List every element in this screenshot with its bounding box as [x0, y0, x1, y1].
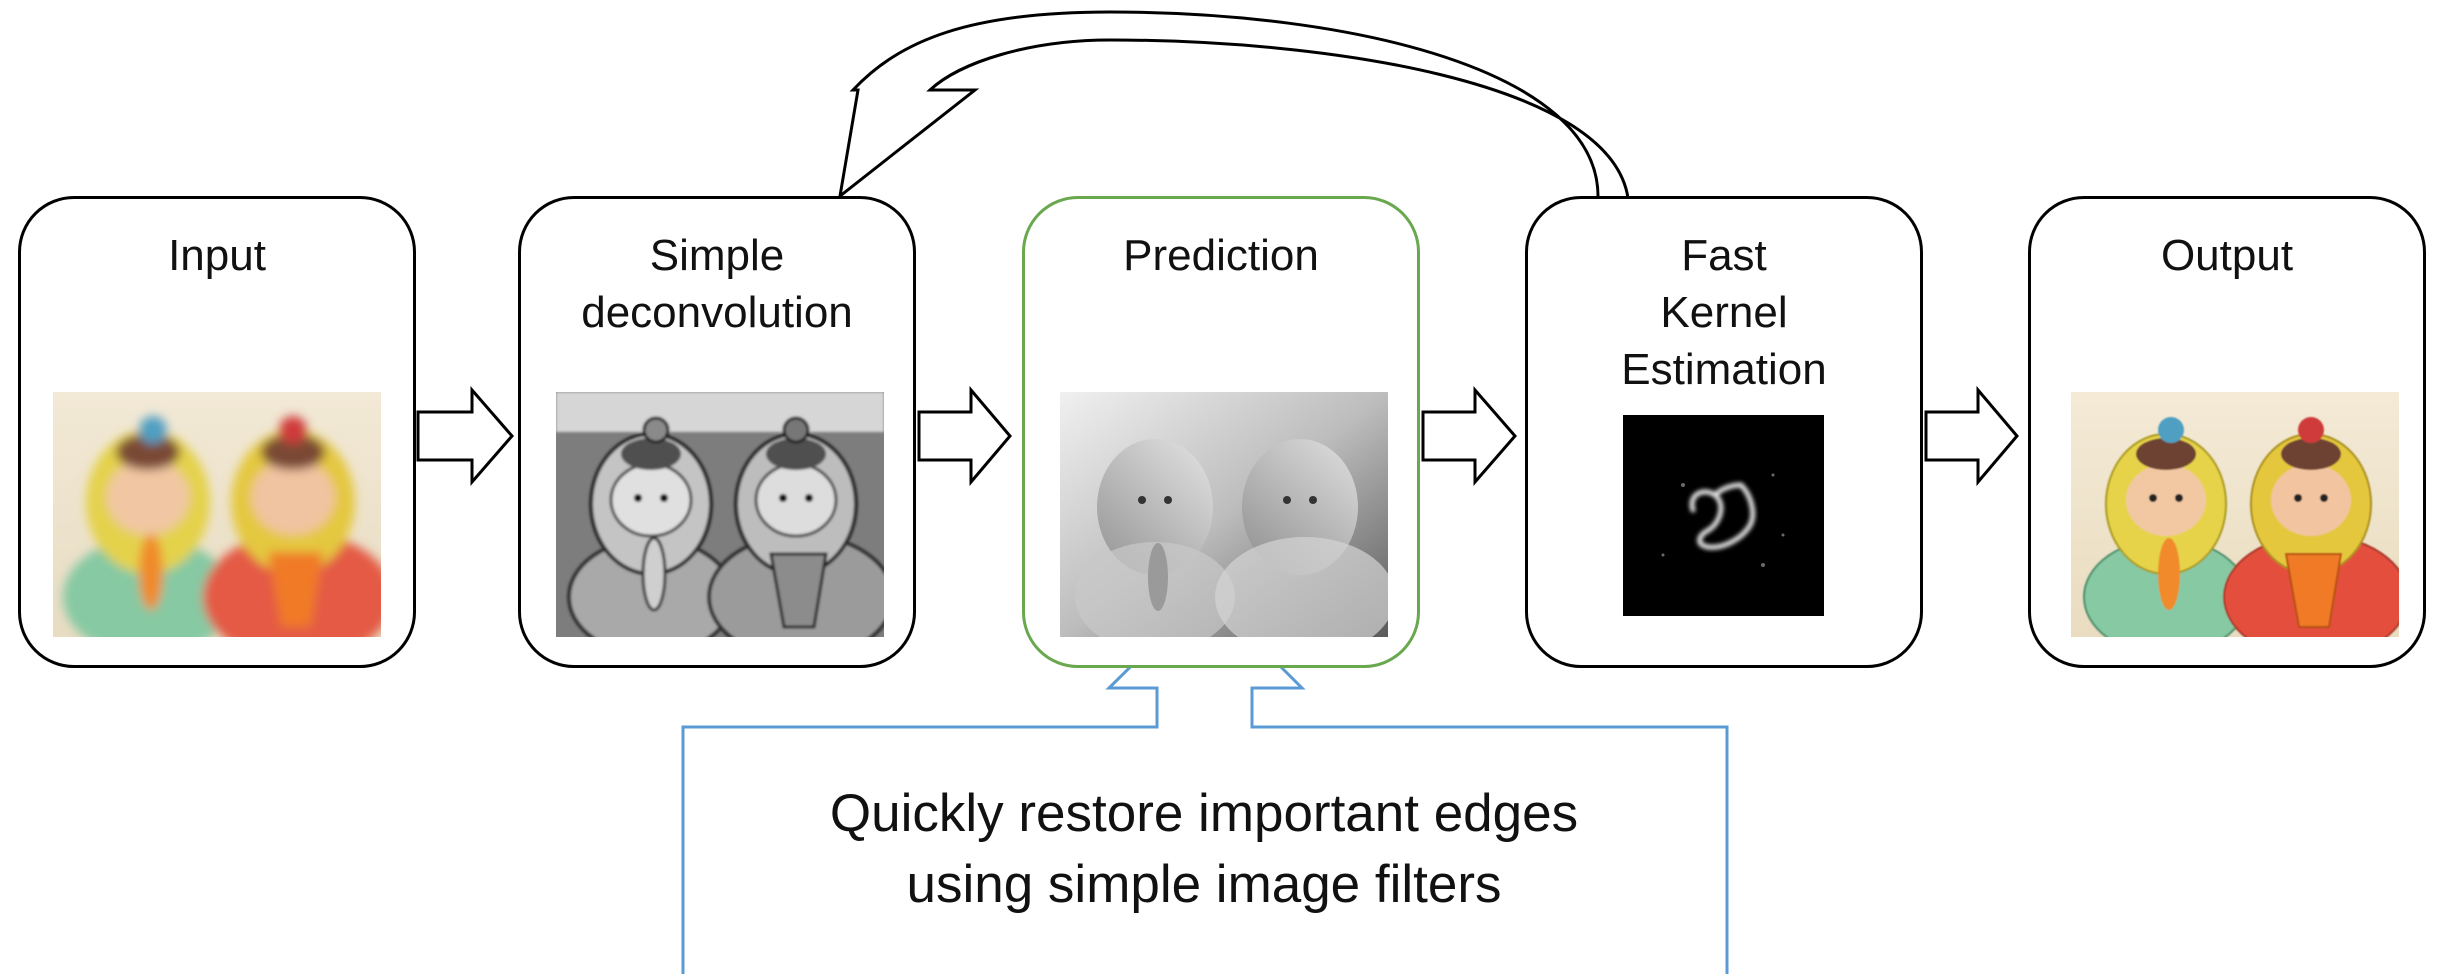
stage-title-input: Input: [168, 231, 266, 280]
stage-title-prediction: Prediction: [1123, 231, 1319, 280]
flow-arrow-kernel-to-output: [1924, 385, 2019, 487]
flow-arrow-deconvolution-to-prediction: [917, 385, 1012, 487]
estimated-kernel-image: [1623, 415, 1824, 616]
output-deblurred-image: [2071, 392, 2399, 637]
stage-prediction: Prediction: [1022, 196, 1420, 668]
stage-title-output: Output: [2160, 231, 2294, 280]
predicted-edges-image: [1060, 392, 1388, 637]
callout-text: Quickly restore important edges using si…: [829, 784, 1579, 914]
deconvolved-grayscale-image: [556, 392, 884, 637]
stage-title-simple-deconvolution: Simple deconvolution: [581, 231, 853, 337]
flow-arrow-input-to-deconvolution: [416, 385, 514, 487]
input-blurred-image: [53, 392, 381, 637]
feedback-loop-arrow: [837, 10, 1630, 200]
stage-simple-deconvolution: Simple deconvolution: [518, 196, 916, 668]
flow-arrow-prediction-to-kernel: [1421, 385, 1517, 487]
stage-fast-kernel-estimation: Fast Kernel Estimation: [1525, 196, 1923, 668]
stage-output: Output: [2028, 196, 2426, 668]
stage-input: Input: [18, 196, 416, 668]
stage-title-fast-kernel-estimation: Fast Kernel Estimation: [1621, 231, 1827, 394]
